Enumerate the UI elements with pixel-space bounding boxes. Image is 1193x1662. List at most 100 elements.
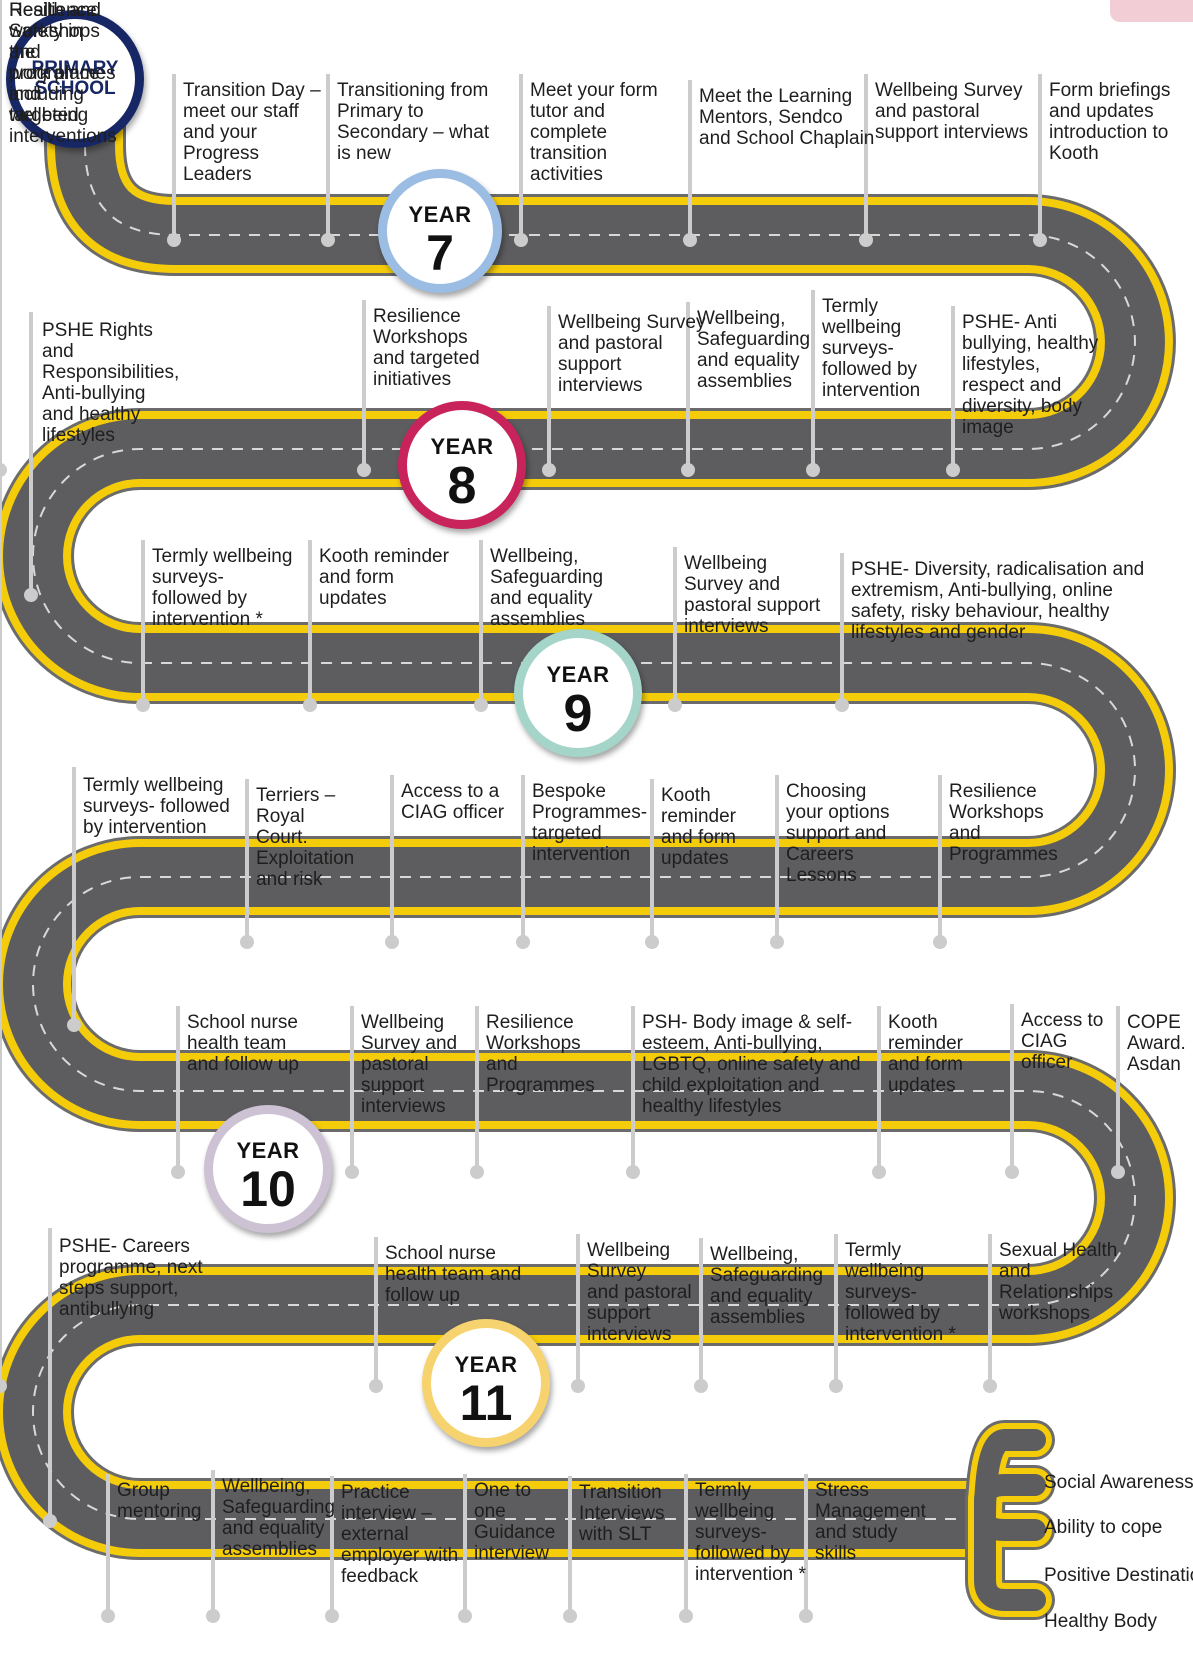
milestone-marker bbox=[1111, 1006, 1125, 1179]
outcome-label: Healthy Body bbox=[1044, 1611, 1158, 1632]
milestone-label: Practice interview – external employer w… bbox=[341, 1482, 459, 1587]
milestone-label: PSHE- Diversity, radicalisation and extr… bbox=[851, 559, 1145, 643]
milestone-label: Wellbeing, Safeguarding and equality ass… bbox=[710, 1244, 824, 1328]
milestone-marker bbox=[806, 290, 820, 477]
milestone-label: Access to CIAG officer bbox=[1021, 1010, 1104, 1073]
milestone-marker bbox=[626, 1006, 640, 1179]
milestone-label: Choosing your options support and Career… bbox=[786, 781, 890, 886]
milestone-label: Wellbeing Survey and pastoral support in… bbox=[684, 553, 821, 637]
milestone-label: Transition Day – meet our staff and your… bbox=[183, 80, 321, 185]
milestone-marker bbox=[206, 1470, 220, 1623]
milestone-label: Transition Interviews with SLT bbox=[579, 1482, 665, 1545]
milestone-marker bbox=[167, 74, 181, 247]
milestone-label: School nurse health team and follow up bbox=[187, 1012, 299, 1075]
milestone-marker bbox=[872, 1006, 886, 1179]
milestone-label: Wellbeing Survey and pastoral support in… bbox=[361, 1012, 458, 1117]
milestone-label: Resilience Workshops and targeted initia… bbox=[373, 306, 480, 390]
year-number: 9 bbox=[563, 685, 593, 744]
year-number: 10 bbox=[240, 1161, 296, 1218]
milestone-label: Wellbeing Survey and pastoral support in… bbox=[558, 312, 706, 396]
milestone-marker bbox=[1033, 74, 1047, 247]
milestone-label: PSHE Rights and Responsibilities, Anti-b… bbox=[42, 320, 180, 446]
outcome-label: Ability to cope bbox=[1044, 1517, 1163, 1538]
milestone-marker bbox=[0, 0, 7, 1393]
milestone-label: Wellbeing, Safeguarding and equality ass… bbox=[490, 546, 604, 630]
milestone-marker bbox=[1005, 1004, 1019, 1179]
milestone-marker bbox=[43, 1228, 57, 1528]
milestone-marker bbox=[345, 1006, 359, 1179]
milestone-marker bbox=[946, 306, 960, 477]
milestone-marker bbox=[470, 1006, 484, 1179]
milestone-markers bbox=[0, 0, 1125, 1623]
primary-line-2: SCHOOL bbox=[34, 78, 116, 99]
milestone-marker bbox=[571, 1234, 585, 1393]
milestone-label: Resilience Workshops and Programmes bbox=[949, 781, 1058, 865]
corner-decoration bbox=[1110, 0, 1193, 22]
milestone-label: Resilience workshops and programmes and … bbox=[9, 0, 117, 147]
milestone-label: Kooth reminder and form updates bbox=[319, 546, 449, 609]
year-number: 7 bbox=[426, 224, 454, 281]
milestone-marker bbox=[136, 540, 150, 712]
milestone-label: Termly wellbeing surveys- followed by in… bbox=[822, 296, 921, 401]
milestone-marker bbox=[369, 1237, 383, 1393]
milestone-marker bbox=[983, 1234, 997, 1393]
milestone-marker bbox=[694, 1238, 708, 1393]
milestone-label: PSHE- Anti bullying, healthy lifestyles,… bbox=[962, 312, 1099, 438]
milestone-label: Wellbeing, Safeguarding and equality ass… bbox=[222, 1476, 336, 1560]
milestone-label: School nurse health team and follow up bbox=[385, 1243, 522, 1306]
milestone-marker bbox=[859, 74, 873, 247]
milestone-label: PSHE- Careers programme, next steps supp… bbox=[59, 1236, 203, 1320]
milestone-marker bbox=[24, 312, 38, 602]
milestone-label: Wellbeing Survey and pastoral support in… bbox=[875, 80, 1029, 143]
milestone-marker bbox=[303, 540, 317, 712]
milestone-marker bbox=[240, 779, 254, 949]
year-prefix: YEAR bbox=[454, 1352, 518, 1378]
milestone-label: Kooth reminder and form updates bbox=[888, 1012, 963, 1096]
milestone-label: COPE Award. Asdan bbox=[1127, 1012, 1186, 1075]
primary-line-1: PRIMARY bbox=[31, 58, 119, 79]
milestone-label: Terriers – Royal Court. Exploitation and… bbox=[256, 785, 355, 890]
milestone-marker bbox=[679, 1474, 693, 1623]
milestone-label: Bespoke Programmes- targeted interventio… bbox=[532, 781, 648, 865]
milestone-marker bbox=[514, 74, 528, 247]
milestone-label: Access to a CIAG officer bbox=[401, 781, 505, 823]
milestone-marker bbox=[563, 1476, 577, 1623]
milestone-marker bbox=[171, 1006, 185, 1179]
milestone-marker bbox=[474, 540, 488, 712]
milestone-label: Termly wellbeing surveys- followed by in… bbox=[845, 1240, 956, 1345]
year-prefix: YEAR bbox=[236, 1138, 300, 1164]
milestone-label: Termly wellbeing surveys- followed by in… bbox=[83, 775, 230, 838]
milestone-label: Termly wellbeing surveys- followed by in… bbox=[695, 1480, 806, 1585]
year-number: 11 bbox=[459, 1375, 513, 1432]
milestone-marker bbox=[681, 302, 695, 477]
milestone-marker bbox=[835, 553, 849, 712]
milestone-label: Kooth reminder and form updates bbox=[661, 785, 736, 869]
milestone-label: Health and Safety in the work place incl… bbox=[9, 0, 101, 126]
milestone-label: Form briefings and updates introduction … bbox=[1049, 80, 1171, 164]
milestone-marker bbox=[385, 775, 399, 949]
milestone-marker bbox=[325, 1476, 339, 1623]
milestone-label: Transitioning from Primary to Secondary … bbox=[337, 80, 490, 164]
lane-line bbox=[32, 105, 1136, 1520]
milestone-marker bbox=[668, 547, 682, 712]
milestone-label: Sexual Health and Relationships workshop… bbox=[999, 1240, 1118, 1324]
milestone-label: Resilience Workshops and Programmes bbox=[486, 1012, 595, 1096]
road-fork bbox=[965, 1420, 1055, 1620]
milestone-label: Meet your form tutor and complete transi… bbox=[530, 80, 658, 185]
milestone-label: Termly wellbeing surveys- followed by in… bbox=[152, 546, 293, 630]
outcome-label: Social Awareness bbox=[1044, 1472, 1193, 1493]
milestone-label: Group mentoring bbox=[117, 1480, 202, 1522]
milestone-marker bbox=[799, 1474, 813, 1623]
milestone-marker bbox=[829, 1234, 843, 1393]
year-prefix: YEAR bbox=[408, 201, 472, 227]
milestone-label: One to one Guidance interview bbox=[474, 1480, 556, 1564]
milestone-marker bbox=[645, 779, 659, 949]
milestone-marker bbox=[933, 775, 947, 949]
milestone-label: Stress Management and study skills bbox=[815, 1480, 926, 1564]
